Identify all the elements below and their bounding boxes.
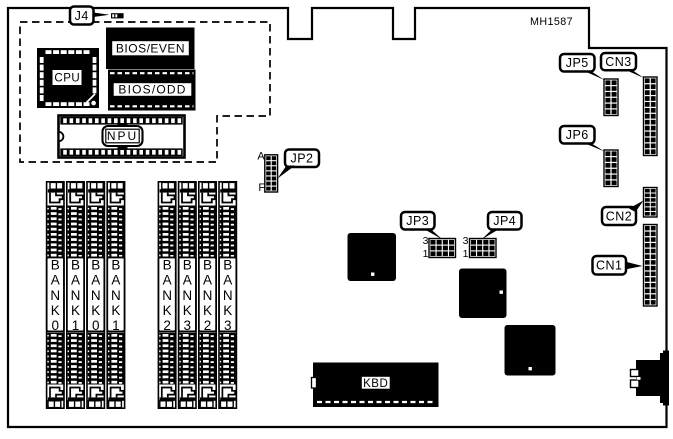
svg-text:CN1: CN1 [596, 259, 623, 273]
svg-text:1: 1 [423, 248, 429, 260]
svg-text:A: A [71, 273, 80, 288]
svg-text:0: 0 [52, 318, 60, 333]
svg-text:N: N [71, 288, 81, 303]
svg-text:CPU: CPU [54, 73, 80, 85]
svg-text:JP3: JP3 [406, 214, 429, 228]
svg-text:3: 3 [463, 235, 469, 247]
svg-text:BIOS/ODD: BIOS/ODD [118, 83, 186, 97]
svg-text:K: K [163, 303, 172, 318]
svg-text:A: A [257, 151, 265, 163]
svg-text:B: B [111, 258, 120, 273]
svg-text:J4: J4 [75, 9, 89, 23]
svg-text:JP6: JP6 [566, 128, 589, 142]
svg-text:A: A [51, 273, 60, 288]
svg-text:B: B [91, 258, 100, 273]
svg-text:F: F [258, 182, 265, 194]
svg-text:0: 0 [92, 318, 100, 333]
svg-text:A: A [91, 273, 100, 288]
svg-text:JP2: JP2 [290, 152, 313, 166]
svg-text:2: 2 [204, 318, 212, 333]
svg-text:B: B [223, 258, 232, 273]
svg-text:A: A [183, 273, 192, 288]
svg-text:3: 3 [423, 235, 429, 247]
svg-text:3: 3 [224, 318, 232, 333]
svg-text:B: B [71, 258, 80, 273]
svg-text:B: B [203, 258, 212, 273]
svg-text:N: N [50, 288, 60, 303]
svg-text:B: B [51, 258, 60, 273]
svg-text:A: A [163, 273, 172, 288]
svg-text:B: B [163, 258, 172, 273]
svg-text:BIOS/EVEN: BIOS/EVEN [116, 41, 185, 55]
svg-text:JP5: JP5 [566, 56, 589, 70]
svg-text:K: K [71, 303, 80, 318]
svg-text:CN2: CN2 [606, 209, 633, 223]
svg-text:K: K [183, 303, 192, 318]
svg-text:N: N [111, 288, 121, 303]
svg-text:MH1587: MH1587 [530, 16, 573, 28]
svg-text:A: A [203, 273, 212, 288]
svg-text:A: A [111, 273, 120, 288]
svg-text:B: B [183, 258, 192, 273]
svg-text:N: N [162, 288, 172, 303]
svg-text:N: N [223, 288, 233, 303]
svg-text:1: 1 [112, 318, 120, 333]
svg-text:KBD: KBD [363, 378, 388, 390]
svg-text:3: 3 [184, 318, 192, 333]
svg-text:NPU: NPU [107, 129, 138, 143]
svg-text:2: 2 [163, 318, 171, 333]
svg-text:N: N [182, 288, 192, 303]
svg-text:A: A [223, 273, 232, 288]
svg-text:JP4: JP4 [493, 214, 516, 228]
svg-text:1: 1 [72, 318, 80, 333]
svg-text:K: K [51, 303, 60, 318]
svg-text:1: 1 [463, 248, 469, 260]
svg-text:K: K [91, 303, 100, 318]
svg-text:N: N [203, 288, 213, 303]
svg-text:N: N [91, 288, 101, 303]
svg-text:K: K [111, 303, 120, 318]
svg-text:CN3: CN3 [605, 55, 632, 69]
svg-text:K: K [223, 303, 232, 318]
svg-text:K: K [203, 303, 212, 318]
